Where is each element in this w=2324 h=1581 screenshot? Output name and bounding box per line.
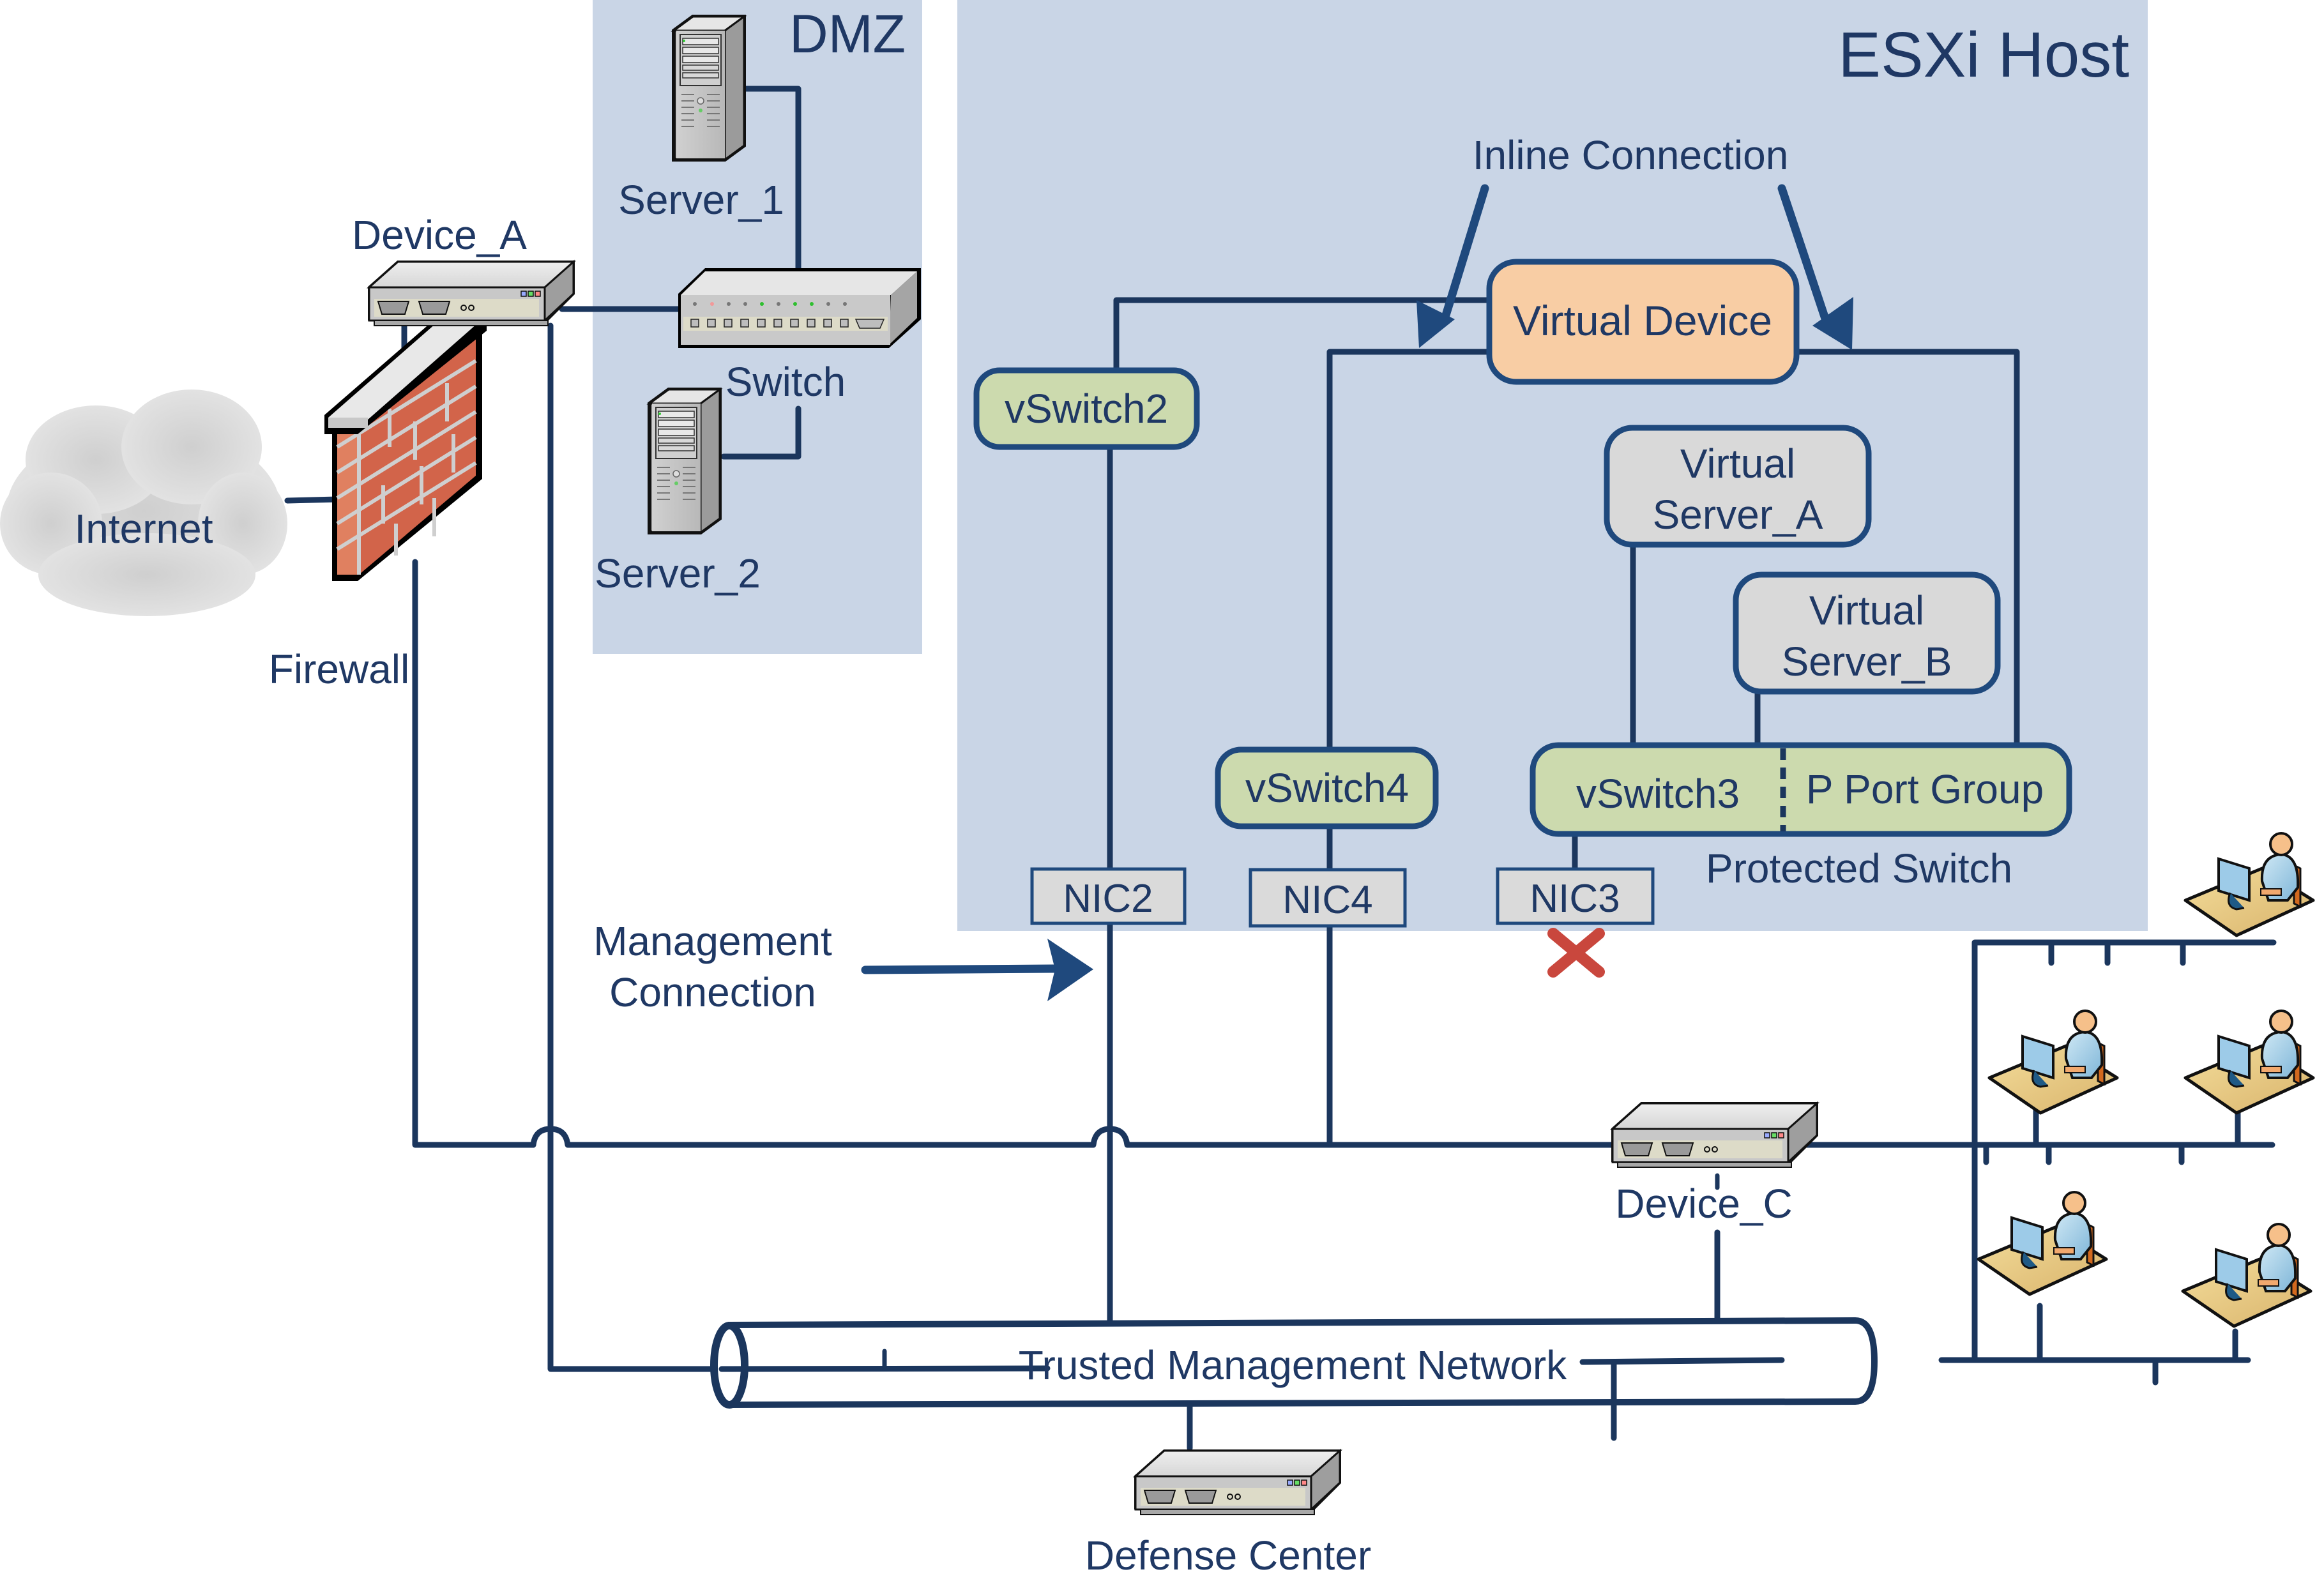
workstation-icon[interactable] [2185,1011,2313,1113]
firewall-label: Firewall [269,646,409,692]
workstation-icon[interactable] [1989,1011,2117,1113]
protected-switch-node[interactable]: vSwitch3 P Port Group Protected Switch [1530,742,2072,891]
device-a-label: Device_A [352,212,527,258]
esxi-host-label: ESXi Host [1838,19,2129,91]
device-a-management-link [547,322,725,1372]
nic4-label: NIC4 [1282,878,1372,922]
virtual-device-node[interactable]: Virtual Device [1486,259,1800,385]
server-1-label: Server_1 [618,177,784,223]
device-c-label: Device_C [1615,1181,1792,1227]
workstation-icon[interactable] [2183,1224,2311,1326]
nic3-node[interactable]: NIC3 [1496,867,1655,925]
inline-arrow-left [1440,184,1489,324]
server-tower-icon [649,390,720,533]
management-arrow [861,964,1058,974]
server-2[interactable]: Server_2 [595,390,761,596]
management-connection-annotation: Management Connection [593,918,1093,1015]
user-lan-trunk [1971,939,2277,1363]
switch-server2-link [720,405,801,460]
appliance-icon [1611,1102,1818,1169]
defense-center[interactable]: Defense Center [1085,1449,1371,1578]
internet-firewall-link [284,496,342,504]
virtual-server-b-line1: Virtual [1809,587,1924,633]
firewall[interactable]: Firewall [269,314,487,692]
wiring [284,86,2277,1451]
vswitch4-node[interactable]: vSwitch4 [1215,746,1439,829]
nic4-node[interactable]: NIC4 [1249,868,1407,928]
inline-connection-label: Inline Connection [1473,132,1789,178]
virtual-server-a-line2: Server_A [1653,492,1823,538]
arrow-head-icon [1047,939,1093,1001]
appliance-icon [1134,1449,1341,1516]
trusted-management-network-label: Trusted Management Network [1019,1342,1567,1388]
firewall-icon [324,314,487,581]
dmz-label: DMZ [789,4,906,64]
virtual-server-a-line1: Virtual [1680,441,1795,487]
firewall-bus-link [412,559,536,1148]
trusted-management-network[interactable]: Trusted Management Network [710,1317,1878,1441]
device-c[interactable]: Device_C [1611,1102,1818,1227]
internet-cloud[interactable]: Internet [0,390,287,616]
server1-switch-link [731,86,801,271]
p-port-group-label: P Port Group [1806,766,2044,812]
inline-arrow-right [1777,184,1831,327]
vswitch3-label: vSwitch3 [1576,771,1740,817]
virtual-server-b-node[interactable]: Virtual Server_B [1733,571,2001,695]
defense-center-label: Defense Center [1085,1532,1371,1578]
arrow-head-icon [1416,300,1455,348]
server-tower-icon [674,17,744,160]
switch-icon [678,268,921,348]
arrow-head-icon [1812,297,1853,350]
network-tube-icon [710,1317,1878,1441]
workstation-icon[interactable] [2185,833,2313,935]
protected-switch-label: Protected Switch [1706,845,2012,891]
server-1[interactable]: Server_1 [618,17,784,223]
cloud-icon [0,390,287,616]
vswitch4-label: vSwitch4 [1245,765,1409,811]
vswitch2-label: vSwitch2 [1005,386,1168,432]
internet-label: Internet [74,506,213,552]
virtual-device-pportgroup-link [1795,349,2020,747]
inline-connection-annotation: Inline Connection [1416,132,1853,350]
device-a[interactable]: Device_A [352,212,575,327]
main-bus [530,1126,2275,1148]
vswitch2-virtual-device-link [1113,297,1491,372]
workstation-icon[interactable] [1978,1192,2106,1294]
management-connection-line2: Connection [609,969,816,1015]
server-2-label: Server_2 [595,550,761,596]
management-connection-line1: Management [593,918,832,964]
switch-label: Switch [725,359,846,405]
nic2-node[interactable]: NIC2 [1030,867,1187,925]
vswitch2-node[interactable]: vSwitch2 [973,367,1200,450]
nic2-label: NIC2 [1063,877,1153,921]
dmz-switch[interactable]: Switch [678,268,921,405]
virtual-server-b-line2: Server_B [1782,639,1952,685]
appliance-icon [368,261,575,327]
nic3-label: NIC3 [1530,877,1620,921]
virtual-device-label: Virtual Device [1513,297,1772,344]
vswitch4-virtual-device-link [1326,349,1491,752]
nic3-disconnected-icon [1547,928,1605,978]
virtual-server-a-node[interactable]: Virtual Server_A [1604,425,1872,548]
